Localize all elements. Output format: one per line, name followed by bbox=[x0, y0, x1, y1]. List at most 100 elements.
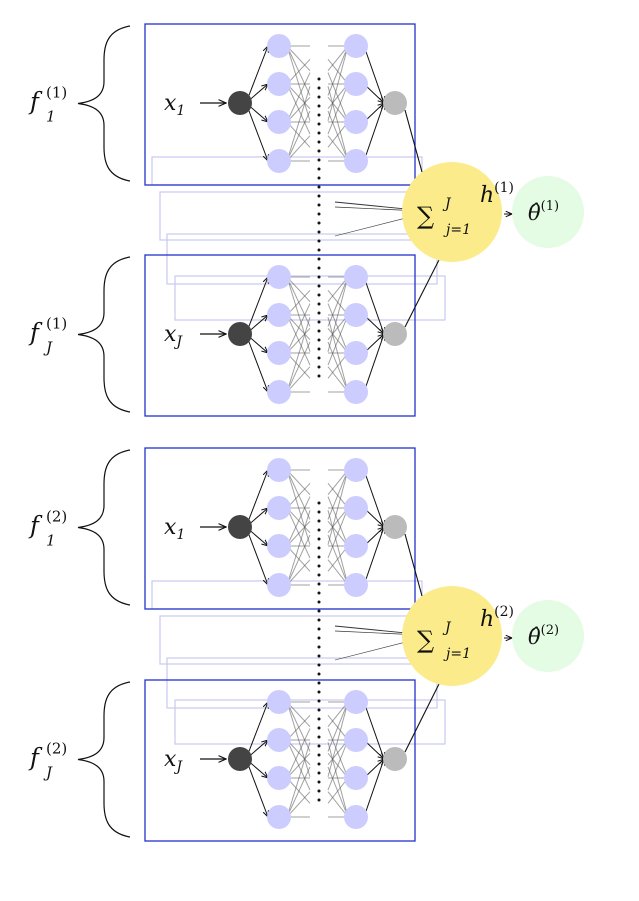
edge-hidden-fan bbox=[286, 766, 311, 818]
input-node bbox=[228, 322, 252, 346]
h-base: h bbox=[480, 183, 494, 208]
edge-hidden-fan bbox=[286, 110, 311, 162]
ellipsis-dot bbox=[317, 762, 321, 766]
hidden-node bbox=[267, 766, 291, 790]
h-superscript: (1) bbox=[494, 180, 514, 196]
edge-hidden-fan bbox=[327, 303, 349, 354]
sum-upper-limit: J bbox=[442, 196, 452, 212]
edge-hidden-fan bbox=[286, 45, 311, 96]
ellipsis-dot bbox=[317, 338, 321, 342]
ellipsis-dot bbox=[317, 284, 321, 288]
edge-hidden-fan bbox=[286, 96, 311, 123]
edge-hidden-fan bbox=[286, 482, 311, 509]
h-base: h bbox=[480, 607, 494, 632]
ellipsis-dot bbox=[317, 293, 321, 297]
ellipsis-dot bbox=[317, 753, 321, 757]
hidden-node bbox=[267, 380, 291, 404]
f-superscript: (1) bbox=[46, 84, 67, 102]
network-frame bbox=[144, 447, 416, 610]
x-base: x bbox=[164, 91, 177, 116]
edge-hidden-fan bbox=[286, 341, 311, 393]
ellipsis-dot bbox=[317, 681, 321, 685]
stacked-network-frames bbox=[151, 156, 446, 321]
edge-hidden-fan bbox=[327, 496, 349, 547]
ellipsis-dot bbox=[317, 374, 321, 378]
edge-hidden-fan bbox=[327, 45, 349, 72]
edge-hidden-fan bbox=[286, 276, 311, 327]
ellipsis-dot bbox=[317, 86, 321, 90]
ellipsis-dot bbox=[317, 708, 321, 712]
edge-to-sum bbox=[404, 533, 423, 597]
output-node bbox=[383, 322, 407, 346]
f-superscript: (2) bbox=[46, 740, 67, 758]
edge-hidden-fan bbox=[327, 83, 349, 135]
edge-hidden-fan bbox=[286, 366, 311, 393]
edge-hidden-fan bbox=[327, 86, 349, 162]
brace bbox=[77, 449, 131, 606]
edge-hidden-fan bbox=[327, 135, 349, 162]
edge-hidden-fan bbox=[286, 742, 311, 818]
hidden-node bbox=[344, 805, 368, 829]
ellipsis-dot bbox=[317, 167, 321, 171]
ellipsis-dot bbox=[317, 771, 321, 775]
brace bbox=[77, 256, 131, 413]
hidden-node bbox=[344, 72, 368, 96]
ellipsis-dot bbox=[317, 798, 321, 802]
hidden-node bbox=[267, 72, 291, 96]
ellipsis-dot bbox=[317, 564, 321, 568]
hidden-node bbox=[267, 341, 291, 365]
f-base: f bbox=[28, 512, 43, 540]
edge-hidden-fan bbox=[327, 559, 349, 586]
input-node bbox=[228, 747, 252, 771]
input-label: xJ bbox=[164, 747, 183, 775]
ellipsis-dot bbox=[317, 501, 321, 505]
f-subscript: J bbox=[43, 339, 53, 357]
edge-hidden-fan bbox=[286, 289, 311, 316]
aggregate-label: h(2) bbox=[480, 604, 514, 632]
ellipsis-dot bbox=[317, 663, 321, 667]
ellipsis-dot bbox=[317, 546, 321, 550]
edge-hidden-fan bbox=[327, 701, 349, 752]
ellipsis-dot bbox=[317, 780, 321, 784]
f-subscript: 1 bbox=[46, 532, 56, 550]
edge-hidden-fan bbox=[286, 327, 311, 354]
ellipsis-dot bbox=[317, 185, 321, 189]
edge-hidden-output bbox=[363, 45, 384, 103]
ellipsis-dot bbox=[317, 95, 321, 99]
edge-hidden-output bbox=[363, 334, 384, 393]
edge-ghost-to-sum bbox=[334, 201, 413, 211]
edge-hidden-fan bbox=[286, 714, 311, 741]
network-frame bbox=[144, 23, 416, 186]
network-function-label: f(2)J bbox=[28, 740, 67, 782]
h-superscript: (2) bbox=[494, 604, 514, 620]
network-1-1: f(1)1x1 bbox=[28, 23, 416, 186]
ellipsis-dot bbox=[317, 519, 321, 523]
x-base: x bbox=[164, 322, 177, 347]
hidden-node bbox=[267, 728, 291, 752]
output-node bbox=[383, 515, 407, 539]
network-frame bbox=[144, 679, 416, 842]
edge-hidden-fan bbox=[286, 135, 311, 162]
hidden-node bbox=[344, 573, 368, 597]
edge-hidden-fan bbox=[286, 728, 311, 779]
edge-hidden-fan bbox=[327, 728, 349, 779]
hidden-node bbox=[344, 34, 368, 58]
edge-input-hidden bbox=[245, 333, 268, 392]
edge-hidden-fan bbox=[327, 469, 349, 545]
edge-hidden-fan bbox=[327, 341, 349, 393]
edge-hidden-fan bbox=[327, 83, 349, 110]
ellipsis-dot bbox=[317, 248, 321, 252]
f-subscript: J bbox=[43, 764, 53, 782]
estimate-node bbox=[512, 176, 584, 248]
edge-hidden-fan bbox=[286, 791, 311, 818]
hidden-node bbox=[267, 34, 291, 58]
edge-hidden-fan bbox=[286, 276, 311, 352]
estimate-label: θ̂(2) bbox=[528, 623, 559, 649]
ellipsis-dot bbox=[317, 221, 321, 225]
input-label: xJ bbox=[164, 322, 183, 350]
edge-hidden-fan bbox=[286, 303, 311, 354]
x-subscript: 1 bbox=[176, 527, 185, 543]
edge-hidden-fan bbox=[327, 701, 349, 777]
ghost-network-frame bbox=[174, 275, 446, 321]
